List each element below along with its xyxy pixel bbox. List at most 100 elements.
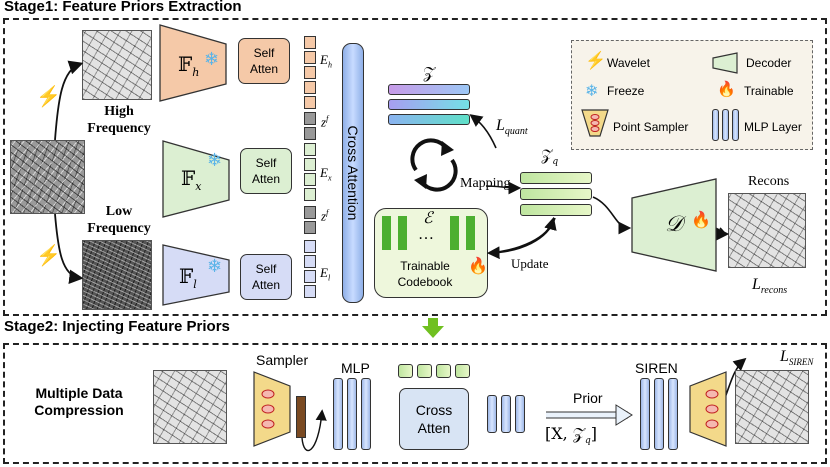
prior-label: Prior (573, 390, 603, 406)
token-zf (304, 221, 316, 234)
mlp-layer-icon (712, 109, 719, 141)
mlp-layer (487, 395, 497, 433)
flame-icon: 🔥 (717, 81, 736, 98)
token-x (304, 173, 316, 186)
snowflake-icon: ❄ (585, 83, 599, 100)
prior-token (398, 364, 413, 378)
token-label-ex-main: E (320, 165, 328, 180)
decoder-block (631, 178, 717, 272)
token-label-eh: Eh (320, 52, 332, 70)
snowflake-icon: ❄ (207, 256, 223, 276)
token-label-zf-main: z (321, 208, 327, 224)
token-l (304, 270, 316, 283)
prior-tuple-sub: q (584, 436, 591, 447)
token-label-el-main: E (320, 265, 328, 280)
sampler-label: Sampler (256, 352, 309, 368)
stage2-output-image (735, 370, 809, 444)
l-siren-main: L (780, 348, 789, 365)
token-h (304, 81, 316, 94)
encoder-x (162, 140, 230, 218)
prior-token (455, 364, 470, 378)
stage2-title: Stage2: Injecting Feature Priors (4, 318, 230, 335)
token-x (304, 188, 316, 201)
high-frequency-label: High Frequency (87, 104, 151, 136)
token-x (304, 143, 316, 156)
mlp-layer (333, 378, 343, 450)
l-siren-sub: SIREN (788, 357, 814, 368)
mlp-layer (361, 378, 371, 450)
prior-token (436, 364, 451, 378)
legend-wavelet: Wavelet (607, 56, 650, 70)
lightning-icon: ⚡ (36, 245, 61, 267)
sampled-point-column (296, 396, 306, 438)
codebook-z-row (388, 99, 470, 110)
zq-row (520, 172, 592, 184)
prior-tuple: [X, 𝒵q] (545, 424, 597, 446)
cross-attention-block (342, 43, 364, 303)
token-label-ex: Ex (320, 165, 332, 183)
recons-image (728, 193, 806, 268)
snowflake-icon: ❄ (207, 150, 223, 170)
l-siren-label: LSIREN (780, 348, 813, 367)
token-h (304, 51, 316, 64)
stage2-frame (3, 343, 827, 464)
codebook-column (398, 216, 407, 250)
low-frequency-image (82, 240, 152, 310)
legend-freeze: Freeze (607, 84, 645, 98)
l-quant-main: L (496, 117, 505, 134)
prior-tuple-end: ] (590, 424, 597, 443)
decoder-trapezoid-icon (712, 52, 738, 74)
zq-label: 𝒵q (541, 146, 558, 167)
codebook-column (450, 216, 459, 250)
mlp-layer-icon (732, 109, 739, 141)
multiple-data-compression-label: Multiple Data Compression (34, 385, 124, 418)
stage1-title: Stage1: Feature Priors Extraction (4, 0, 242, 15)
refresh-cycle-icon (410, 138, 458, 192)
l-recons-sub: recons (760, 285, 788, 297)
update-label: Update (511, 256, 549, 271)
decoder-symbol: 𝒟 (665, 212, 683, 237)
token-label-eh-sub: h (327, 60, 332, 70)
token-x (304, 158, 316, 171)
prior-token (417, 364, 432, 378)
l-quant-label: Lquant (496, 117, 528, 137)
token-label-zf-main: z (321, 114, 327, 130)
token-h (304, 66, 316, 79)
token-label-el-sub: l (327, 273, 331, 283)
flame-icon: 🔥 (468, 258, 488, 275)
prior-tuple-main: [X, 𝒵 (545, 424, 585, 443)
lightning-icon: ⚡ (36, 86, 61, 108)
snowflake-icon: ❄ (204, 49, 220, 69)
token-h (304, 36, 316, 49)
l-quant-sub: quant (504, 126, 528, 138)
low-frequency-label: Low Frequency (87, 204, 151, 236)
l-recons-main: L (752, 276, 761, 293)
self-atten-l: Self Atten (240, 254, 292, 300)
legend-point-sampler: Point Sampler (613, 120, 689, 134)
encoder-l-subscript: l (193, 278, 197, 291)
token-label-zf-sup: f (326, 114, 329, 123)
token-l (304, 285, 316, 298)
encoder-x-subscript: x (195, 180, 202, 193)
mlp-layer-icon (722, 109, 729, 141)
legend-mlp-layer: MLP Layer (744, 120, 802, 134)
input-image (10, 140, 85, 214)
recons-label: Recons (748, 174, 790, 189)
mlp-label: MLP (341, 360, 370, 376)
point-sampler-icon (689, 371, 727, 447)
zq-main: 𝒵 (541, 146, 553, 164)
token-label-el: El (320, 265, 330, 283)
stage2-input-image (153, 370, 227, 444)
codebook-e-label: ℰ (423, 210, 433, 227)
codebook-dots: … (418, 226, 434, 243)
l-recons-label: Lrecons (752, 276, 787, 296)
zq-sub: q (552, 157, 559, 167)
token-l (304, 240, 316, 253)
token-label-zf-1: zf (321, 114, 328, 130)
legend-trainable: Trainable (744, 84, 794, 98)
zq-row (520, 204, 592, 216)
token-label-zf-sup: f (326, 208, 329, 217)
codebook-z-row (388, 84, 470, 95)
